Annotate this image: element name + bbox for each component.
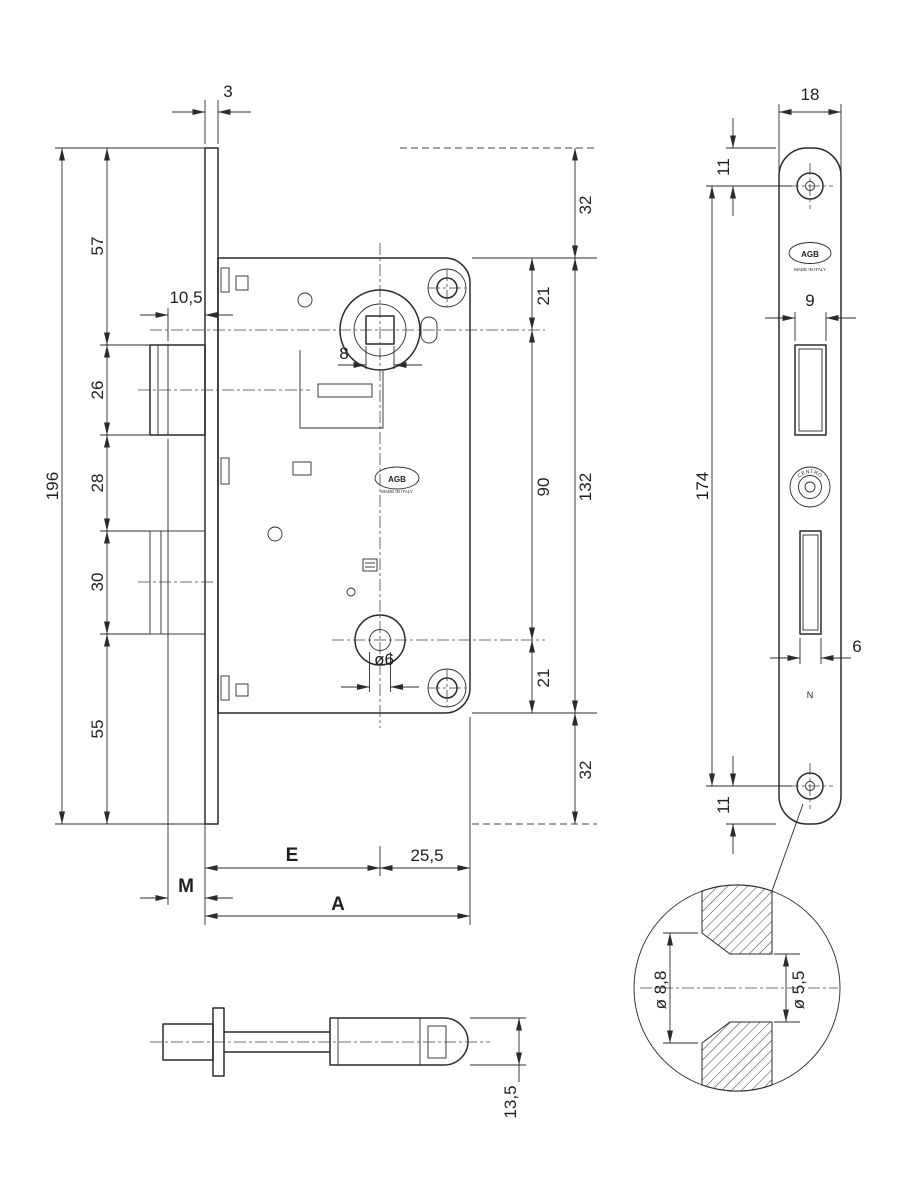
section-material-top	[701, 884, 773, 955]
main-view-dimensions: 3 196 57 26 28 30 55 10,5 8	[43, 82, 597, 925]
latch-body-side	[329, 1017, 469, 1066]
cutout	[292, 461, 312, 476]
dim-latch-protrusion: 10,5	[169, 288, 202, 307]
dim-body-height: 13,5	[501, 1085, 520, 1118]
dim-latch-height: 26	[88, 381, 107, 400]
svg-text:CENTRO: CENTRO	[797, 469, 824, 479]
dim-latch-window-width: 9	[805, 291, 814, 310]
lock-case	[217, 257, 471, 714]
cutout	[220, 675, 230, 701]
faceplate-edge	[204, 147, 219, 825]
dim-countersink-dia: ø 8,8	[651, 971, 670, 1010]
detail-leader-line	[771, 803, 804, 892]
cutout	[220, 267, 230, 293]
dim-bolt-window-width: 6	[852, 637, 861, 656]
dim-faceplate-width: 18	[801, 85, 820, 104]
spindle-view	[150, 1007, 490, 1077]
brand-logo-faceplate: AGB MADE IN ITALY	[788, 242, 832, 272]
faceplate-view: AGB MADE IN ITALY CENTRO N	[771, 147, 842, 892]
cam-housing	[299, 350, 384, 429]
cutout	[235, 683, 249, 697]
dim-case-top-to-spindle: 21	[534, 287, 553, 306]
latch-window	[794, 344, 827, 436]
dim-top-margin: 32	[576, 196, 595, 215]
centro-rosette: CENTRO	[789, 466, 831, 508]
cutout	[235, 275, 249, 291]
dim-hole-dia: ø 5,5	[789, 971, 808, 1010]
deadbolt-window	[799, 530, 822, 635]
cam-slot	[420, 316, 438, 344]
faceplate-dimensions: 18 11 174 11 9 6	[693, 85, 862, 854]
dim-bottom-section: 55	[88, 720, 107, 739]
spindle-view-dimensions: 13,5	[470, 1017, 526, 1119]
dim-bolt-height: 30	[88, 573, 107, 592]
dim-front-overhang: 25,5	[410, 846, 443, 865]
latch-spring	[317, 383, 373, 398]
dim-screw-centers: 174	[693, 472, 712, 500]
dim-top-screw-offset: 11	[714, 158, 733, 176]
dim-total-height: 196	[43, 472, 62, 500]
rivet-top	[297, 292, 313, 308]
dim-backset-label: E	[286, 845, 299, 866]
section-material-bottom	[701, 1021, 773, 1092]
brand-origin-text: MADE IN ITALY	[794, 267, 826, 272]
dim-spindle-square: 8	[339, 344, 348, 363]
dim-a-label: A	[331, 894, 345, 915]
cutout	[220, 457, 230, 485]
brand-logo-text: AGB	[801, 250, 819, 259]
cutout	[362, 558, 378, 572]
brand-logo-text: AGB	[388, 475, 406, 484]
rivet-mid	[267, 526, 283, 542]
deadbolt	[149, 530, 206, 635]
dim-top-section: 57	[88, 237, 107, 256]
detail-view: ø 8,8 ø 5,5	[633, 884, 841, 1092]
brand-origin-text: MADE IN ITALY	[381, 489, 413, 494]
dim-bottom-screw-offset: 11	[714, 796, 733, 814]
dim-bottom-margin: 32	[576, 761, 595, 780]
dim-follower-to-case-bottom: 21	[534, 669, 553, 688]
dim-follower-hole: ø6	[374, 650, 394, 669]
faceplate-front	[778, 147, 842, 825]
rivet-small	[346, 587, 356, 597]
dim-m-label: M	[178, 876, 194, 897]
main-view: AGB MADE IN ITALY	[138, 147, 597, 825]
dim-plate-thickness: 3	[223, 82, 232, 101]
brand-logo-main: AGB MADE IN ITALY	[374, 466, 420, 494]
dim-spindle-to-follower: 90	[534, 478, 553, 497]
dim-case-height: 132	[576, 473, 595, 501]
n-mark: N	[807, 690, 814, 700]
rosette-text: CENTRO	[797, 469, 823, 479]
dim-mid-section: 28	[88, 474, 107, 493]
